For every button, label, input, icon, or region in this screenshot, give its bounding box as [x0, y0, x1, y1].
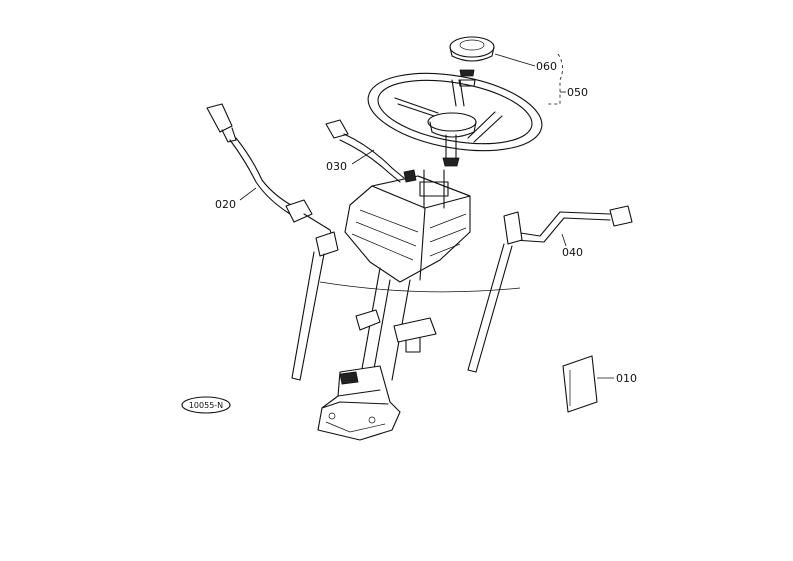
horn-cap: [449, 36, 495, 87]
steering-column: [317, 169, 521, 441]
label-030: 030: [326, 160, 347, 173]
right-lever: [467, 205, 633, 373]
label-060: 060: [536, 60, 557, 73]
label-010: 010: [616, 372, 637, 385]
manual-sheet: [562, 355, 598, 413]
code-stamp-text: 10055-N: [189, 401, 223, 410]
label-040: 040: [562, 246, 583, 259]
upper-lever: [325, 119, 417, 183]
label-020: 020: [215, 198, 236, 211]
steering-wheel: [367, 72, 543, 167]
left-lever: [206, 103, 339, 381]
label-050: 050: [567, 86, 588, 99]
leader-lines: [239, 53, 614, 379]
code-stamp: 10055-N: [181, 396, 231, 414]
